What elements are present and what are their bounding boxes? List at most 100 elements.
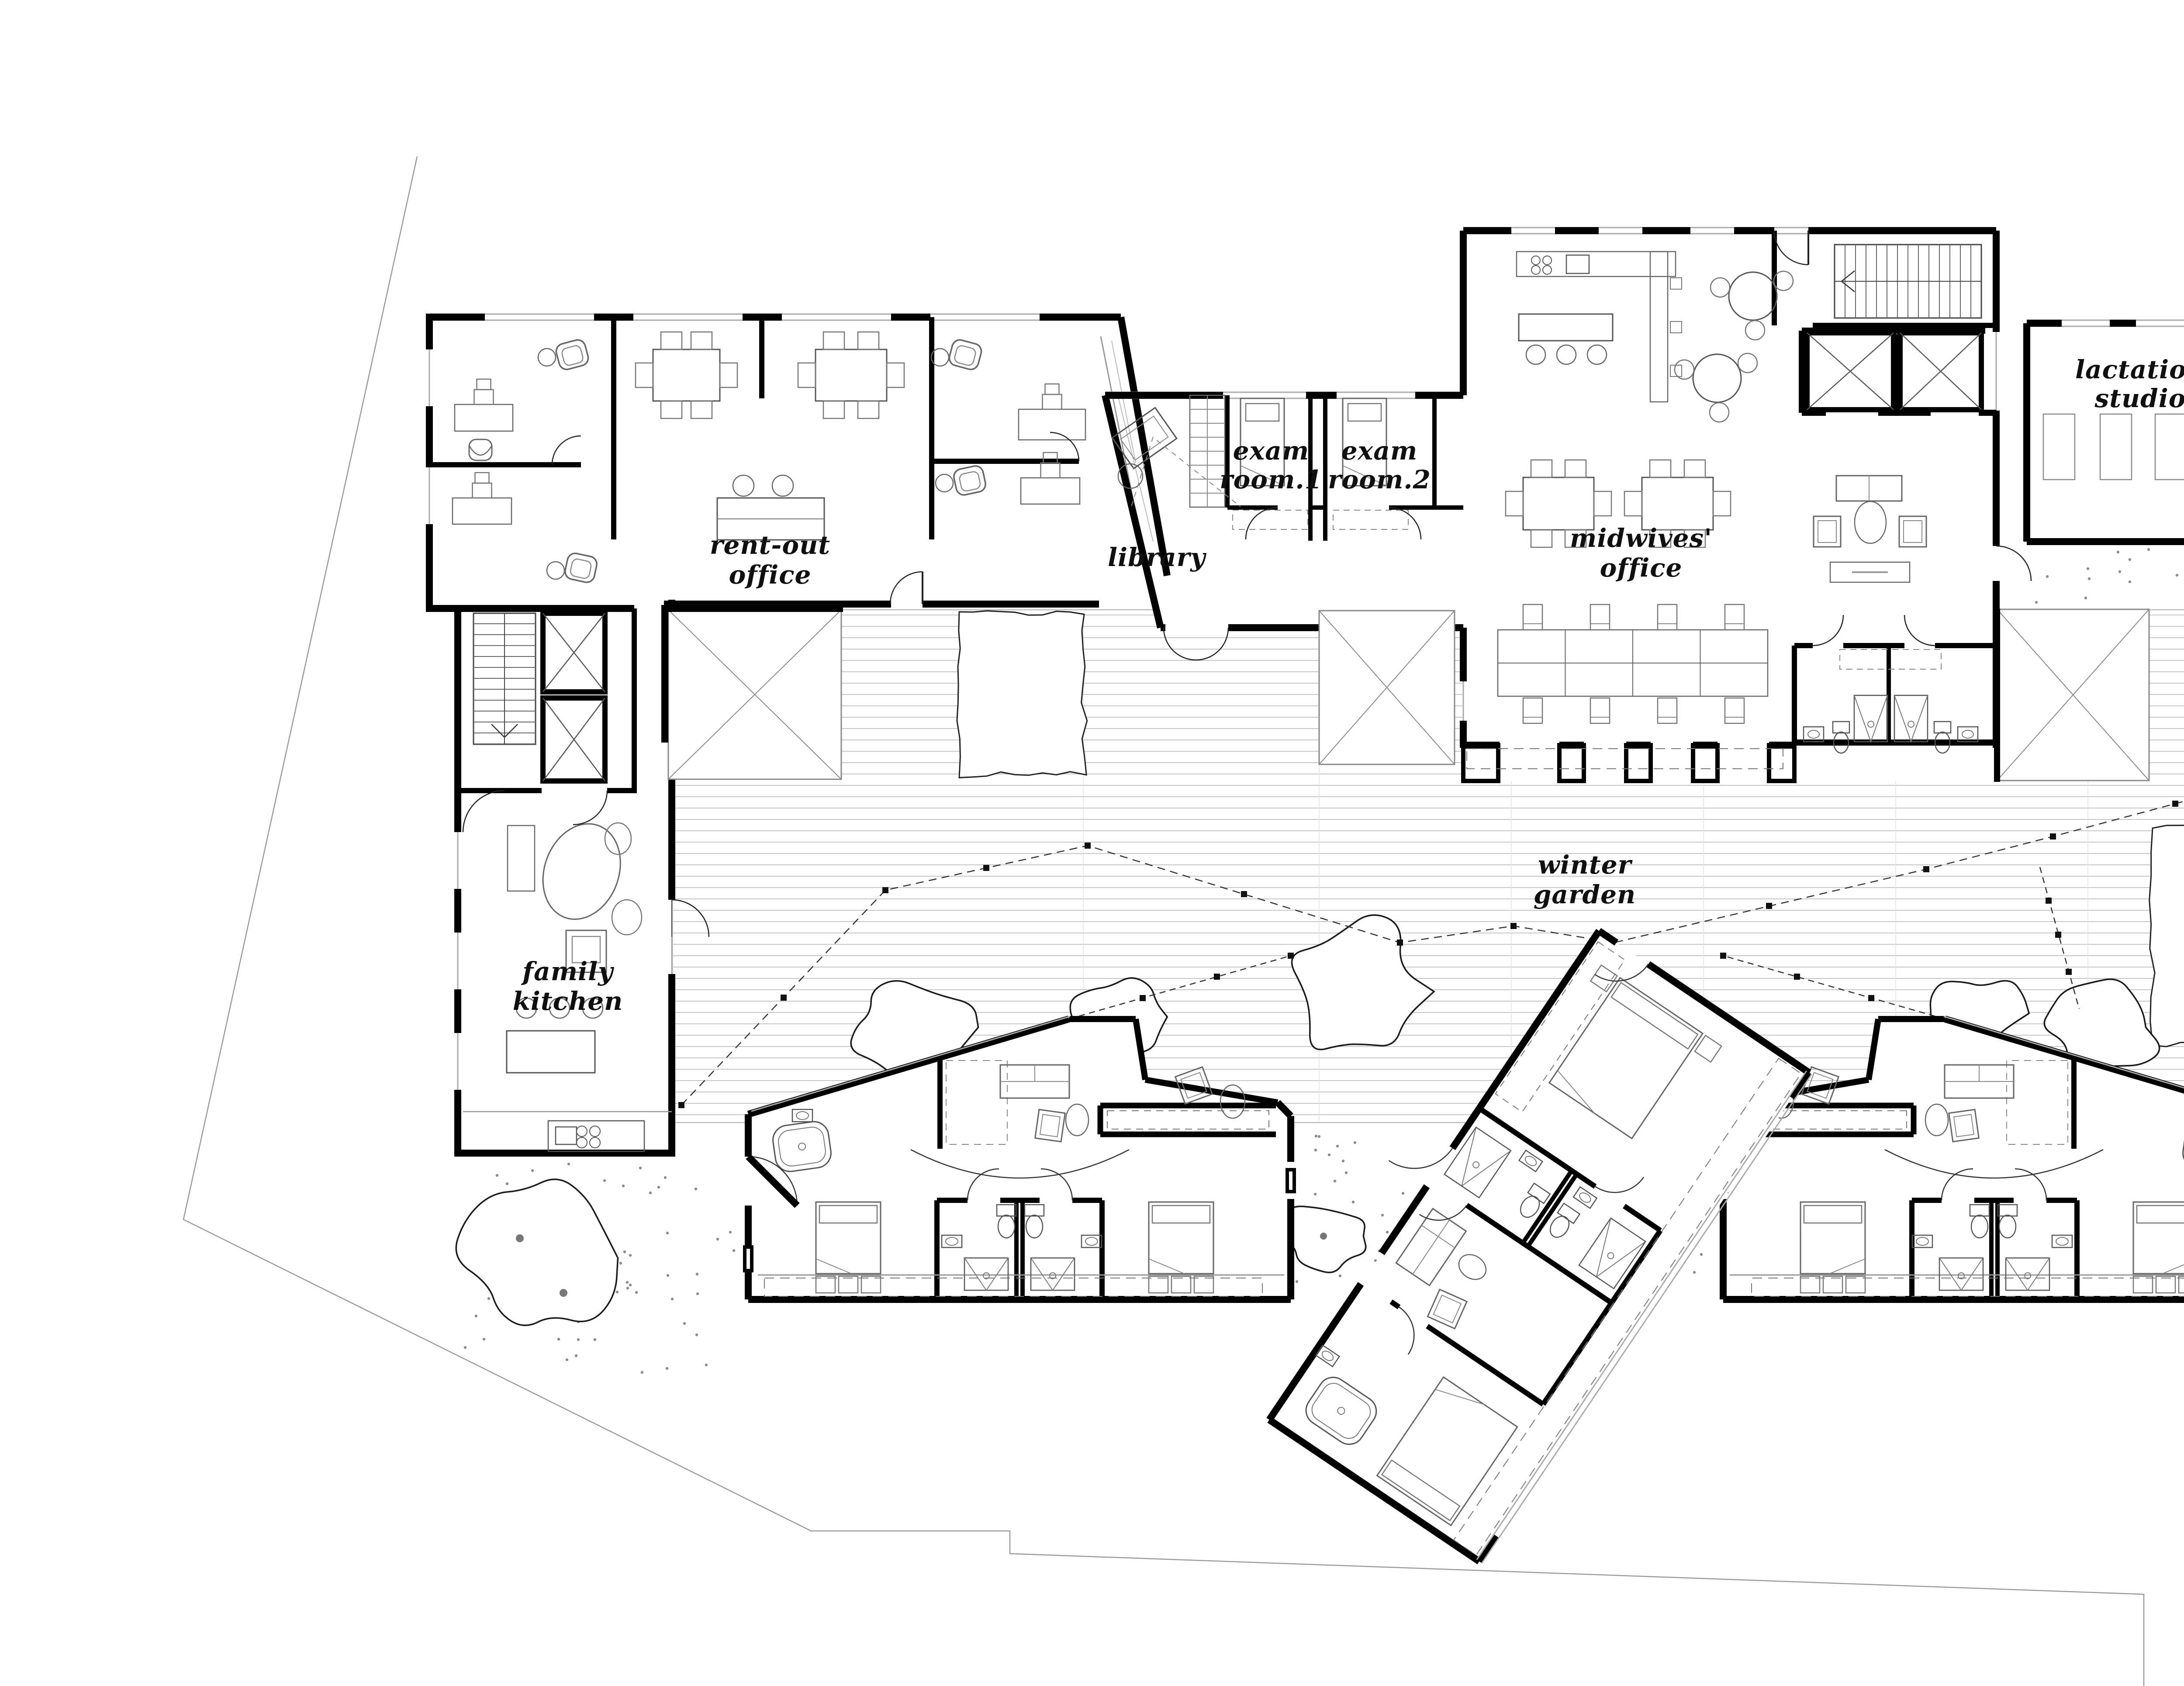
door-swing-icon [462, 230, 2032, 937]
room-label-exam2: exam [1341, 436, 1417, 466]
sofa-icon [507, 822, 643, 973]
room-label-rentout: rent-out [710, 530, 830, 560]
skylight-icon [667, 609, 842, 780]
table-icon [1065, 1103, 1089, 1137]
table-icon [797, 331, 905, 419]
bathtub-icon [1305, 1376, 1377, 1445]
bed-icon [1148, 1201, 1214, 1275]
table-icon [1220, 1084, 1246, 1119]
sofa-icon [1395, 1208, 1467, 1286]
mat-icon [2042, 413, 2076, 480]
table-icon [1458, 1254, 1487, 1280]
site-boundary [183, 156, 2145, 1686]
table-icon [1505, 459, 1612, 548]
bed-icon [1376, 1376, 1518, 1527]
piano-icon [1111, 407, 1178, 489]
toilet-icon [1549, 1202, 1581, 1238]
kitchen-island-icon [506, 1030, 596, 1074]
table-icon [635, 331, 738, 419]
bush-icon [2043, 978, 2160, 1068]
room-label-wintergarden: winter [1538, 850, 1633, 880]
wing-rentout-walls [426, 313, 1171, 1157]
suite-cluster [743, 1016, 1296, 1303]
courtyard-garden-icon [956, 610, 1088, 778]
sofa-icon [999, 1064, 1070, 1099]
toilet-icon [1024, 1204, 1045, 1239]
bookshelf-icon [1189, 394, 1226, 508]
table-icon [1174, 1066, 1213, 1105]
sink-icon [1081, 1234, 1102, 1248]
desk-icon [1020, 452, 1081, 505]
shower-icon [1894, 694, 1928, 743]
stairs-icon [1834, 244, 1982, 319]
skylight-icon [1318, 610, 1455, 765]
armchair-icon [1034, 1109, 1066, 1143]
bush-icon [1291, 914, 1435, 1050]
stairs-icon [473, 612, 536, 745]
room-label-lactation-2: studio [2094, 383, 2184, 413]
kitchen-island-icon [1518, 313, 1614, 342]
armchair-icon [930, 339, 982, 370]
armchair-icon [537, 339, 589, 370]
hob-icon [547, 1120, 645, 1152]
room-label-lactation: lactation [2075, 355, 2184, 384]
sink-icon [1572, 1186, 1598, 1209]
armchair-icon [935, 465, 986, 496]
bed-icon [815, 1201, 881, 1275]
sink-icon [941, 1234, 963, 1248]
shower-icon [1443, 1126, 1512, 1199]
sink-icon [1957, 726, 1979, 743]
room-label-exam1: exam [1233, 436, 1309, 466]
room-label-wintergarden-2: garden [1534, 880, 1636, 909]
desk-block-icon [1497, 604, 1769, 724]
elevator-icon [540, 611, 608, 694]
reception-desk-icon [716, 474, 825, 541]
table-icon [1624, 459, 1731, 548]
armchair-icon [1898, 515, 1927, 548]
table-icon [1427, 1289, 1468, 1330]
sink-icon [1518, 1149, 1544, 1173]
shower-icon [1578, 1217, 1647, 1289]
sink-icon [1315, 1344, 1341, 1368]
sink-icon [1803, 726, 1825, 743]
room-label-kitchen-2: kitchen [513, 986, 623, 1016]
elevator-icon [1804, 330, 1896, 412]
bathtub-icon [772, 1121, 832, 1172]
building-walls [426, 227, 2184, 1565]
cabinet-icon [1829, 561, 1911, 583]
hob-icon [1516, 251, 1676, 277]
table-icon [1674, 352, 1758, 423]
suite-central [1266, 928, 1812, 1565]
sink-icon [791, 1109, 813, 1123]
room-labels: rent-out office library exam room.1 exam… [513, 355, 2184, 1016]
desk-icon [1018, 383, 1086, 441]
courtyard-garden-icon [2149, 825, 2184, 1047]
shower-icon [1030, 1257, 1075, 1291]
bed-icon [1342, 397, 1387, 487]
door-swings [462, 230, 2032, 937]
armchair-icon [546, 553, 598, 583]
mat-icon [2099, 413, 2132, 480]
shower-icon [964, 1257, 1009, 1291]
shower-icon [1853, 694, 1888, 743]
room-label-library: library [1108, 542, 1207, 572]
room-label-exam2-2: room.2 [1328, 465, 1431, 494]
toilet-icon [996, 1204, 1017, 1239]
bed-icon [1240, 397, 1285, 487]
chair-icon [468, 439, 493, 461]
toilet-icon [1520, 1182, 1551, 1218]
pond-icon [455, 1178, 619, 1327]
elevator-icon [540, 695, 608, 784]
toilet-icon [1933, 721, 1952, 754]
room-label-rentout-2: office [729, 560, 812, 590]
wing-lactation-walls [2023, 319, 2184, 545]
room-label-midwives: midwives' [1570, 523, 1712, 553]
table-icon [1854, 501, 1887, 544]
desk-icon [452, 472, 512, 525]
armchair-icon [1813, 515, 1842, 548]
room-label-kitchen: family [521, 957, 615, 986]
skylight-icon [1996, 608, 2150, 781]
table-icon [1710, 270, 1794, 341]
